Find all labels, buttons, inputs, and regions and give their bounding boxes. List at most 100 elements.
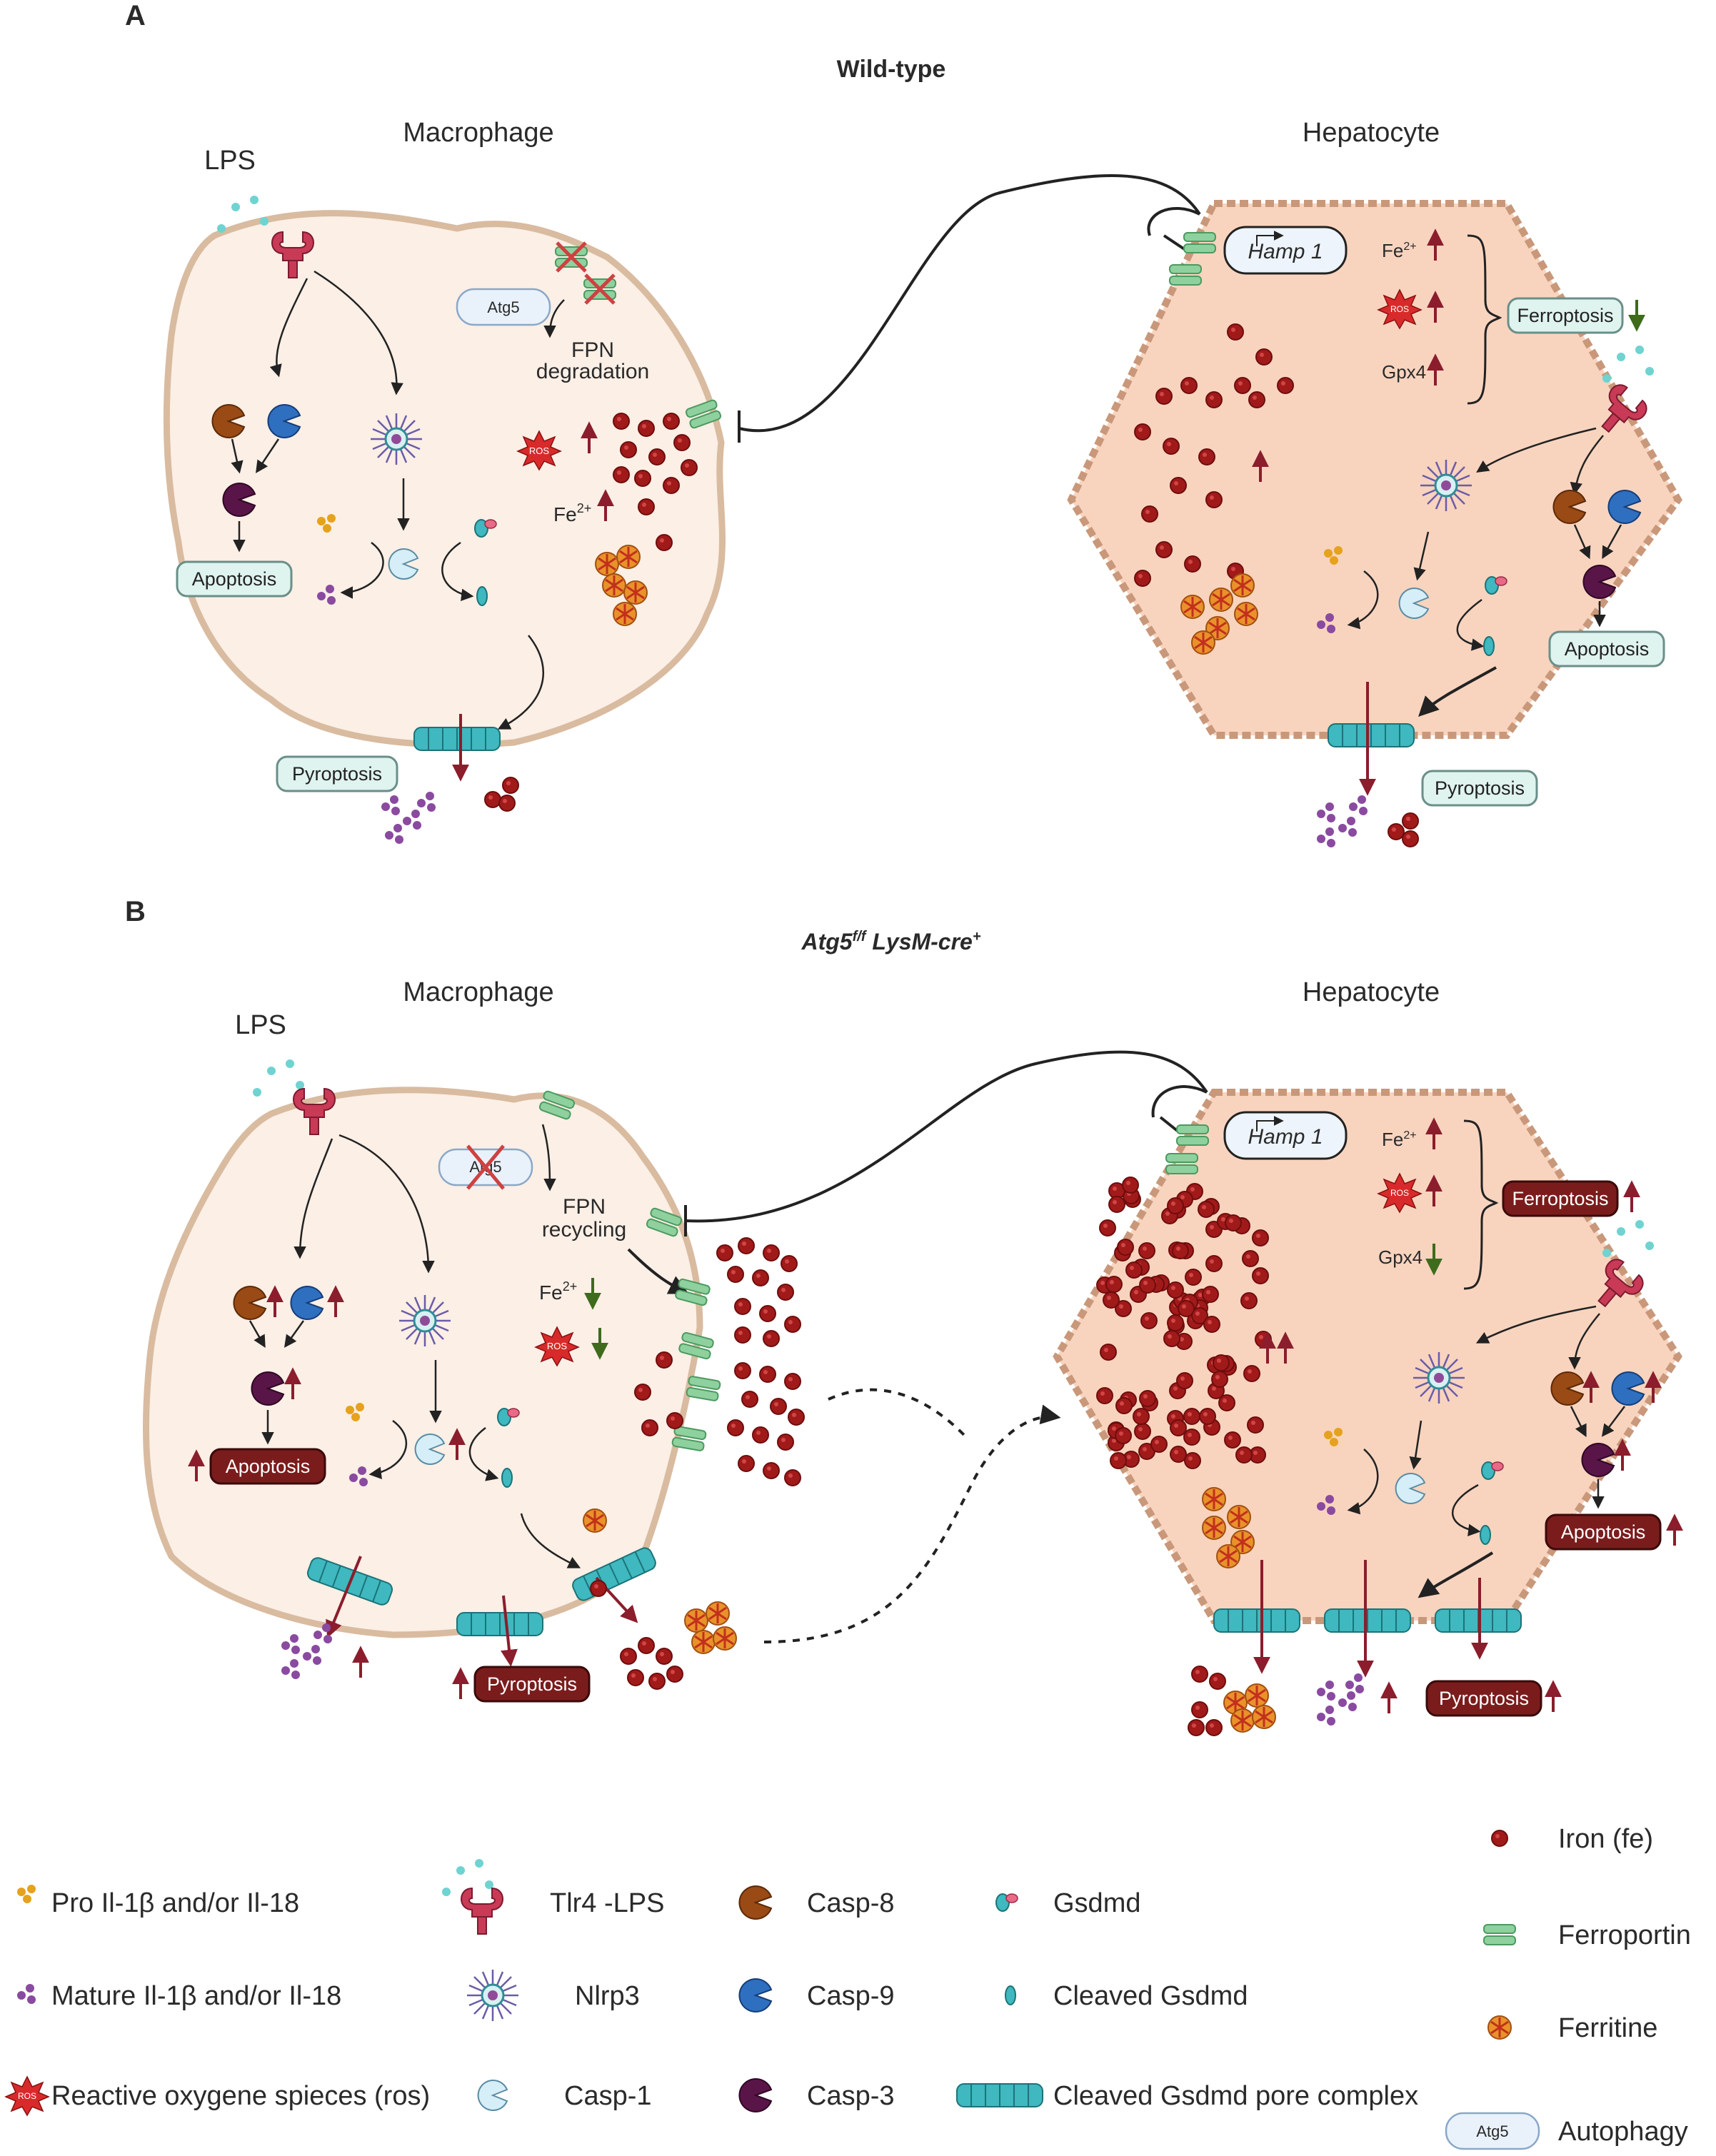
macrophage-label-a: Macrophage xyxy=(403,118,553,148)
panel-a-title: Wild-type xyxy=(837,56,946,83)
hep-apoptosis-badge-a xyxy=(1548,630,1665,668)
hep-iron-b xyxy=(1170,1419,1187,1436)
nlrp3-b xyxy=(398,1294,452,1348)
apoptosis-text-a: Apoptosis xyxy=(192,568,277,590)
legend-mature-il-icon xyxy=(17,1984,36,2004)
cleaved-gsdmd-b xyxy=(501,1468,513,1488)
legend-ros-label: Reactive oxygene spieces (ros) xyxy=(51,2081,430,2111)
ros-icon-text-a: ROS xyxy=(529,445,550,456)
hamp1-box-a xyxy=(1223,226,1348,275)
hep-iron-b xyxy=(1139,1390,1156,1407)
hep-iron-b xyxy=(1150,1436,1168,1453)
hep-iron-b xyxy=(1242,1250,1259,1267)
pyroptosis-text-b: Pyroptosis xyxy=(487,1673,577,1695)
ferritin-inside-b xyxy=(582,1508,608,1533)
hep-released-iron-a xyxy=(1388,812,1419,847)
legend-casp3-label: Casp-3 xyxy=(807,2081,895,2111)
hep-ros-text-b: ROS xyxy=(1390,1188,1409,1198)
ros-icon-text-b: ROS xyxy=(547,1341,568,1351)
macrophage-cell-a xyxy=(163,210,726,748)
legend-tlr4-icon xyxy=(461,1888,503,1935)
macrophage-label-b: Macrophage xyxy=(403,977,553,1007)
ferroptosis-text-a: Ferroptosis xyxy=(1517,305,1613,326)
fpn-text-b-1: FPN xyxy=(563,1195,606,1219)
cleaved-gsdmd-a xyxy=(476,586,488,606)
hep-gsdmd-pore-b-2 xyxy=(1324,1608,1411,1633)
legend-casp1-label: Casp-1 xyxy=(564,2081,652,2111)
apoptosis-badge-b xyxy=(209,1448,326,1485)
hep-nlrp3-b xyxy=(1412,1351,1466,1405)
hepatocyte-label-b: Hepatocyte xyxy=(1303,977,1440,1007)
hep-pyroptosis-badge-b xyxy=(1425,1680,1542,1717)
hep-iron-b xyxy=(1225,1214,1242,1231)
hep-gpx4-a: Gpx4 xyxy=(1382,361,1426,383)
pyroptosis-text-a: Pyroptosis xyxy=(292,763,382,785)
gsdmd-pore-a xyxy=(413,727,501,751)
legend-autophagy-icon-text: Atg5 xyxy=(1476,2122,1508,2140)
legend-pro-il-icon xyxy=(17,1885,36,1903)
hep-apoptosis-text-a: Apoptosis xyxy=(1565,638,1650,660)
legend-casp8-icon xyxy=(738,1885,772,1920)
hep-iron-b xyxy=(1183,1408,1200,1425)
ferroptosis-badge-a xyxy=(1507,297,1624,334)
hep-iron-b xyxy=(1203,1316,1220,1333)
hamp1-text-a: Hamp 1 xyxy=(1248,240,1323,263)
hep-iron-b xyxy=(1099,1219,1116,1236)
hep-iron-b xyxy=(1125,1261,1143,1279)
legend-cleaved-gsdmd-label: Cleaved Gsdmd xyxy=(1053,1981,1248,2011)
fe-label-b: Fe2+ xyxy=(539,1279,577,1304)
legend-gsdmd-icon xyxy=(995,1893,1018,1912)
legend-pro-il-label: Pro Il-1β and/or Il-18 xyxy=(51,1888,299,1918)
legend-ferritine-icon xyxy=(1487,2015,1512,2040)
legend-tlr4-label: Tlr4 -LPS xyxy=(550,1888,664,1918)
hep-gsdmd-pore-a xyxy=(1328,723,1415,747)
legend-ferroportin-icon xyxy=(1483,1924,1516,1945)
legend-cleaved-gsdmd-icon xyxy=(1005,1985,1016,2005)
hep-iron-b xyxy=(1224,1431,1241,1449)
hep-iron-b xyxy=(1178,1300,1195,1317)
hep-iron-b xyxy=(1138,1242,1155,1259)
legend-iron-label: Iron (fe) xyxy=(1558,1824,1653,1854)
legend-nlrp3-label: Nlrp3 xyxy=(575,1981,640,2011)
hep-fe-label-b: Fe2+ xyxy=(1382,1129,1417,1150)
panel-a: A Wild-type Macrophage LPS Apoptosis Atg… xyxy=(125,0,1682,847)
nlrp3-a xyxy=(369,412,423,466)
hep-lps-dots-b xyxy=(1602,1220,1654,1257)
atg5-bubble-a xyxy=(456,288,551,326)
pyroptosis-badge-b xyxy=(473,1666,591,1703)
hep-iron-b xyxy=(1167,1281,1184,1299)
hep-iron-b xyxy=(1198,1201,1215,1218)
hep-iron-b xyxy=(1115,1427,1132,1444)
legend-casp9-label: Casp-9 xyxy=(807,1981,895,2011)
apoptosis-badge-a xyxy=(176,560,293,598)
hep-iron-b xyxy=(1139,1276,1156,1294)
legend-pore-icon xyxy=(956,2083,1043,2107)
hep-apoptosis-text-b: Apoptosis xyxy=(1561,1521,1646,1543)
legend-ros-icon-text: ROS xyxy=(18,2091,36,2101)
legend-casp8-label: Casp-8 xyxy=(807,1888,895,1918)
fe-label-a: Fe2+ xyxy=(553,501,591,525)
hep-iron-b xyxy=(1235,1446,1253,1464)
hep-gsdmd-pore-b-1 xyxy=(1213,1608,1300,1633)
hep-cleaved-gsdmd-b xyxy=(1480,1525,1491,1545)
hep-iron-b xyxy=(1122,1177,1139,1194)
hep-lps-dots-a xyxy=(1602,346,1654,383)
released-il-b xyxy=(281,1623,332,1679)
legend-iron-icon xyxy=(1491,1830,1508,1847)
hep-iron-b xyxy=(1163,1330,1180,1347)
fpn-text-a-2: degradation xyxy=(536,360,649,383)
hep-iron-b xyxy=(1243,1365,1260,1382)
panel-a-letter: A xyxy=(125,0,146,31)
gsdmd-pore-b-2 xyxy=(456,1612,543,1636)
fpn-text-a-1: FPN xyxy=(571,338,614,362)
hep-iron-b xyxy=(1211,1371,1228,1388)
released-iron-a xyxy=(484,777,519,812)
legend-autophagy-label: Autophagy xyxy=(1558,2117,1688,2147)
hep-released-il-a xyxy=(1317,795,1368,847)
hep-iron-b xyxy=(1103,1291,1120,1309)
hep-iron-b xyxy=(1240,1292,1258,1309)
panel-b-title: Atg5f/f LysM-cre+ xyxy=(801,929,980,954)
hep-gpx4-b: Gpx4 xyxy=(1378,1246,1423,1268)
hep-iron-b xyxy=(1183,1429,1200,1446)
